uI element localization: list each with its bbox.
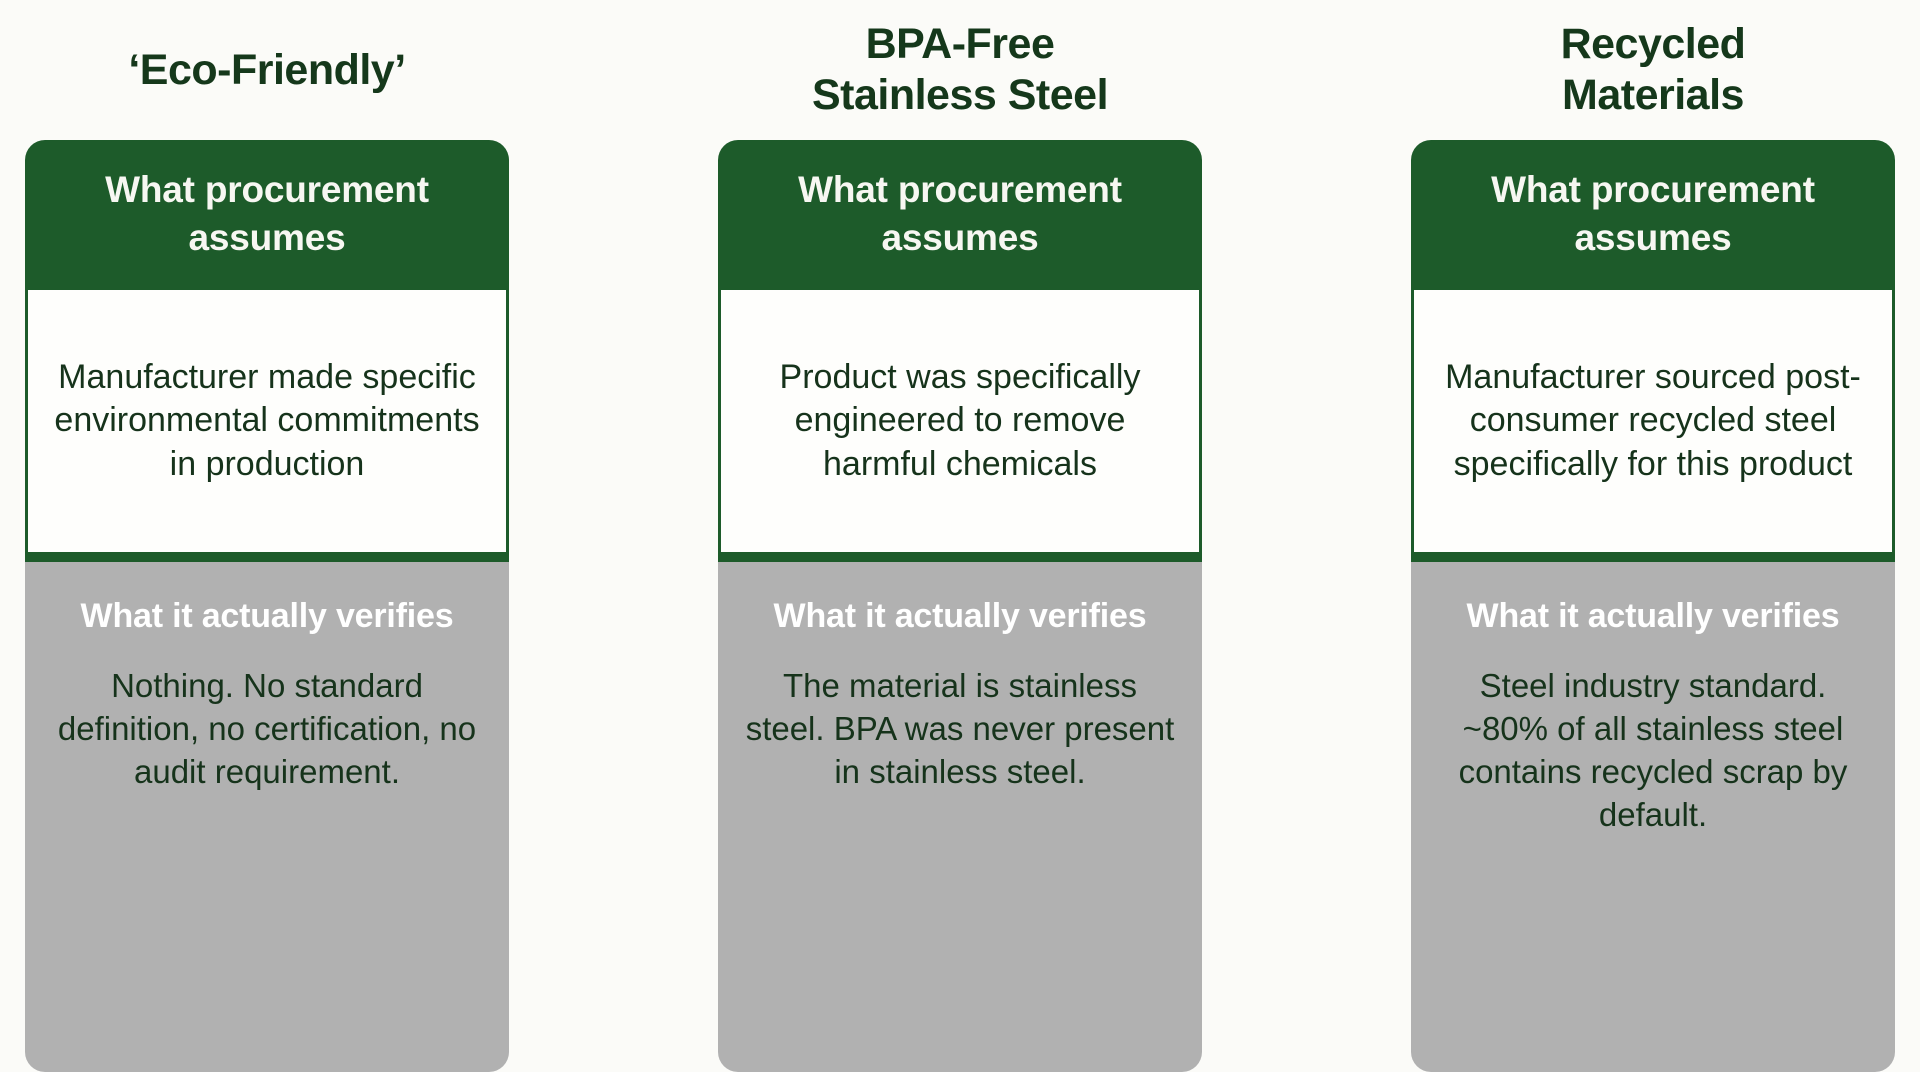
verification-text: The material is stainless steel. BPA was… (745, 666, 1175, 790)
verification-section: What it actually verifies The material i… (718, 562, 1202, 1072)
column-title: Recycled Materials (1560, 20, 1746, 119)
verification-text: Steel industry standard. ~80% of all sta… (1458, 666, 1848, 833)
verification-section: What it actually verifies Steel industry… (1411, 562, 1895, 1072)
claim-card: What procurement assumes Manufacturer so… (1411, 140, 1895, 1072)
assumption-heading: What procurement assumes (718, 140, 1202, 291)
assumption-heading: What procurement assumes (1411, 140, 1895, 291)
claim-column-recycled-materials: Recycled Materials What procurement assu… (1411, 0, 1895, 1072)
claim-card: What procurement assumes Product was spe… (718, 140, 1202, 1072)
assumption-text: Manufacturer sourced post-consumer recyc… (1411, 290, 1895, 563)
claim-column-eco-friendly: ‘Eco-Friendly’ What procurement assumes … (25, 0, 509, 1072)
claim-column-bpa-free-stainless-steel: BPA-Free Stainless Steel What procuremen… (718, 0, 1202, 1072)
assumption-text: Manufacturer made specific environmental… (25, 290, 509, 563)
verification-heading: What it actually verifies (80, 597, 454, 636)
assumption-heading: What procurement assumes (25, 140, 509, 291)
column-title: ‘Eco-Friendly’ (128, 45, 406, 94)
verification-section: What it actually verifies Nothing. No st… (25, 562, 509, 1072)
verification-heading: What it actually verifies (1466, 597, 1840, 636)
verification-heading: What it actually verifies (773, 597, 1147, 636)
assumption-text: Product was specifically engineered to r… (718, 290, 1202, 563)
claim-card: What procurement assumes Manufacturer ma… (25, 140, 509, 1072)
column-title: BPA-Free Stainless Steel (811, 20, 1109, 119)
verification-text: Nothing. No standard definition, no cert… (57, 666, 477, 790)
